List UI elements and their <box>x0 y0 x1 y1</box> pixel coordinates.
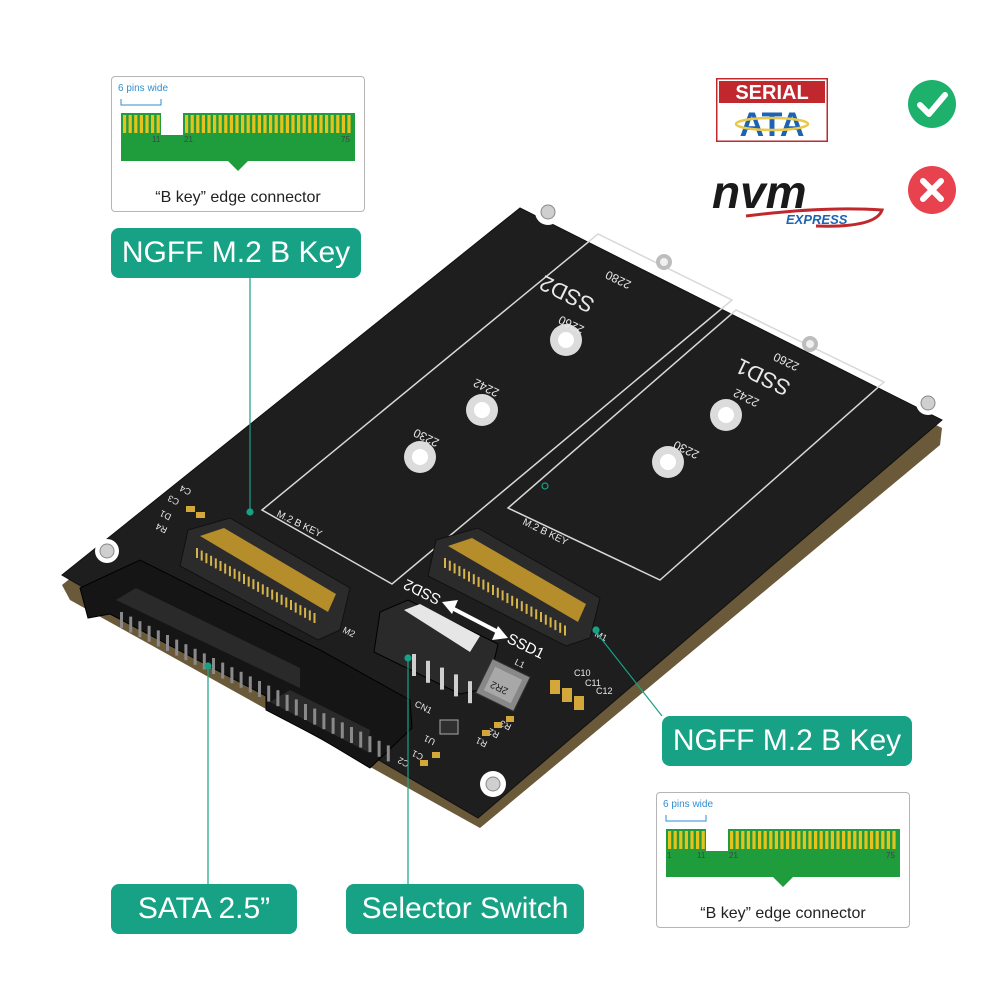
callout-selector-switch: Selector Switch <box>346 884 584 934</box>
m2-connector-right <box>427 527 601 647</box>
edge-connector-caption: “B key” edge connector <box>155 189 321 206</box>
edge-connector-inset-top: 6 pins wide 11 21 75 “B key” edge connec… <box>111 76 365 212</box>
sata-logo-top-text: SERIAL <box>735 82 808 104</box>
serial-ata-logo: SERIAL ATA <box>714 76 830 144</box>
pin-number-21: 21 <box>184 135 193 144</box>
m2-connector-left <box>179 517 351 641</box>
callout-sata-2-5: SATA 2.5” <box>111 884 297 934</box>
callout-ngff-m2-b-key-right: NGFF M.2 B Key <box>662 716 912 766</box>
pin-number-75: 75 <box>886 851 895 860</box>
silk-c1: C1 <box>410 748 425 762</box>
nvm-logo-sub-text: EXPRESS <box>786 212 848 227</box>
sata-connector <box>79 559 413 769</box>
silk-r1: R1 <box>474 735 489 749</box>
silk-c4: C4 <box>178 483 193 497</box>
pin-number-11: 11 <box>697 851 706 860</box>
selector-switch <box>373 599 499 704</box>
ssd1-mounting-holes <box>652 336 818 478</box>
pin-number-75: 75 <box>341 135 350 144</box>
edge-connector-caption: “B key” edge connector <box>700 905 866 922</box>
callout-ngff-m2-b-key-top: NGFF M.2 B Key <box>111 228 361 278</box>
pin-number-1: 1 <box>667 851 672 860</box>
ssd1-slot-outline <box>506 309 886 581</box>
pin-number-11: 11 <box>152 135 161 144</box>
silk-d1: D1 <box>158 508 173 522</box>
pin-number-21: 21 <box>729 851 738 860</box>
leader-lines <box>204 276 663 888</box>
edge-connector-inset-bottom: 6 pins wide 1 11 21 75 “B key” edge conn… <box>656 792 910 928</box>
ssd2-mounting-holes <box>404 254 672 473</box>
silk-l1: L1 <box>513 657 526 670</box>
check-icon <box>908 80 956 128</box>
silk-c10: C10 <box>574 668 591 678</box>
sata-logo-bottom-text: ATA <box>740 106 805 142</box>
pins-wide-label: 6 pins wide <box>663 799 714 810</box>
smd-components <box>186 506 584 766</box>
silk-u1: U1 <box>422 733 437 747</box>
inductor-2r2: 2R2 <box>475 658 531 712</box>
silk-c12: C12 <box>596 686 613 696</box>
silk-c11: C11 <box>585 678 601 688</box>
edge-connector-diagram <box>665 815 900 887</box>
ssd2-slot-outline <box>260 233 734 585</box>
silk-m2: M2 <box>341 625 357 639</box>
nvm-logo-main-text: nvm <box>712 166 807 218</box>
silk-r2: R2 <box>486 726 501 740</box>
edge-connector-diagram <box>120 99 355 171</box>
silk-c2: C2 <box>396 755 411 769</box>
silk-r4: R4 <box>154 521 169 535</box>
pins-wide-label: 6 pins wide <box>118 83 169 94</box>
silk-c3: C3 <box>166 493 181 507</box>
switch-direction-arrow <box>442 600 508 640</box>
nvm-express-logo: nvm EXPRESS <box>706 166 886 230</box>
cross-icon <box>908 166 956 214</box>
